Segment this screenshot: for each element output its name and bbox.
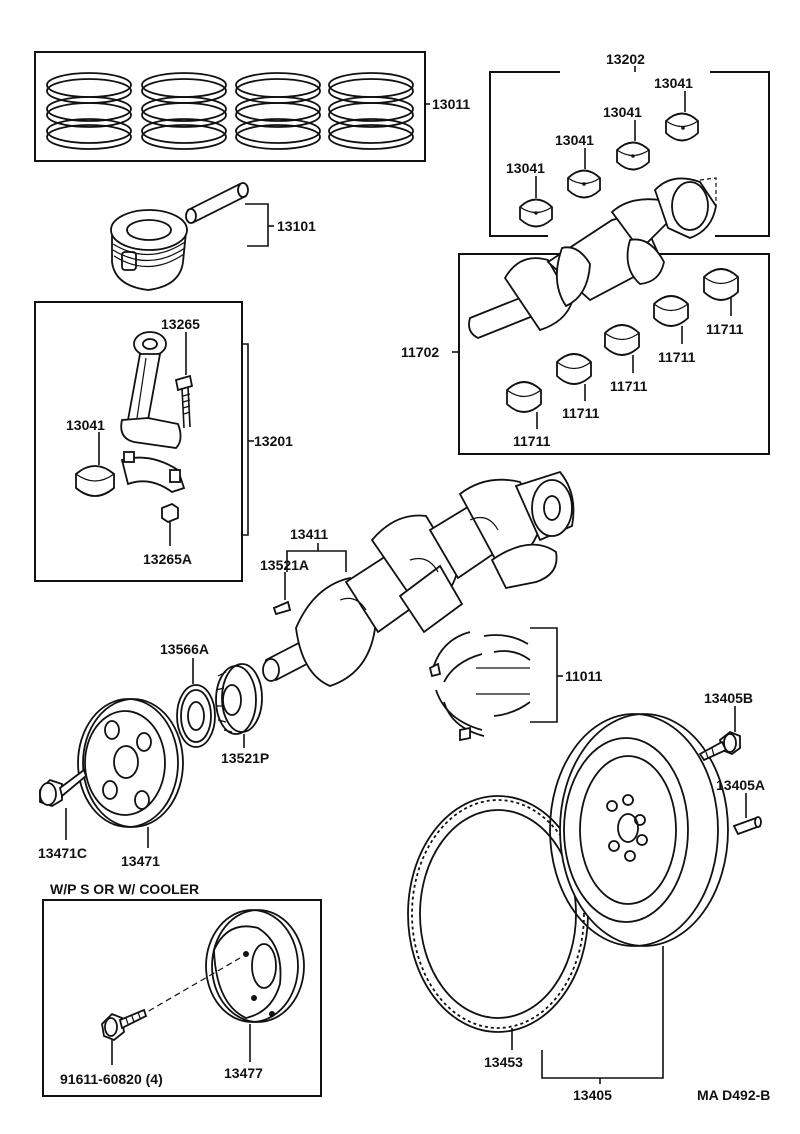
timing-pulley: 13521P [215, 663, 269, 766]
crank-bearing-shell-5 [703, 268, 739, 301]
label-13011: 13011 [432, 96, 470, 112]
label-11711-c: 11711 [610, 378, 648, 394]
label-13471: 13471 [121, 853, 160, 869]
label-13453: 13453 [484, 1054, 523, 1070]
label-13265: 13265 [161, 316, 200, 332]
piston-rings-box [34, 51, 426, 162]
label-13405a: 13405A [716, 777, 765, 793]
label-11702: 11702 [401, 344, 439, 360]
crankshaft-group: 13411 [262, 470, 575, 687]
rod-nut [161, 502, 179, 524]
flywheel-pin: 13405A [716, 777, 765, 836]
main-bearing-shell-1 [519, 198, 553, 228]
label-13041-c: 13041 [555, 132, 594, 148]
piston-ring-set-3 [235, 72, 321, 150]
piston [110, 209, 188, 291]
label-13521a: 13521A [260, 557, 309, 573]
label-11711-b: 11711 [658, 349, 696, 365]
label-11711-a: 11711 [706, 321, 744, 337]
piston-group: 13101 [110, 182, 316, 291]
label-13521p: 13521P [221, 750, 269, 766]
label-13201: 13201 [254, 433, 293, 449]
crankshaft-sketch [468, 177, 717, 339]
label-option-bolt: 91611-60820 (4) [60, 1071, 163, 1087]
label-13405: 13405 [573, 1087, 612, 1103]
label-13041-a: 13041 [654, 75, 693, 91]
flywheel: 13405 [541, 713, 729, 1103]
label-13477: 13477 [224, 1065, 263, 1081]
label-13566a: 13566A [160, 641, 209, 657]
crankshaft [262, 470, 575, 687]
label-13041-d: 13041 [506, 160, 545, 176]
crank-pulley: 13471 [77, 698, 184, 869]
spacer: 13566A [160, 641, 216, 748]
piston-pin [185, 182, 249, 224]
connecting-rod-box [34, 301, 243, 582]
label-11011: 11011 [565, 668, 603, 684]
main-bearing-set-13202: 13202 13041 13041 13041 13041 [489, 51, 770, 237]
crank-bearing-set-11702: 11702 11711 11711 1 [401, 177, 770, 455]
crank-bearing-shell-4 [653, 295, 689, 327]
rod-bearing-shell [75, 465, 115, 497]
label-13265a: 13265A [143, 551, 192, 567]
rod-cap [120, 451, 186, 494]
option-pulley-group: W/P S OR W/ COOLER 91611-60820 (4) 13477 [42, 881, 322, 1097]
main-bearing-shell-2 [567, 169, 601, 199]
label-13471c: 13471C [38, 845, 87, 861]
crank-bearing-shell-3 [604, 324, 640, 356]
label-13411: 13411 [290, 526, 328, 542]
main-bearing-shell-4 [665, 112, 699, 142]
label-13405b: 13405B [704, 690, 753, 706]
thrust-washers: 11011 [428, 627, 603, 742]
crank-bearing-shell-1 [506, 381, 542, 413]
rod-bolt [174, 374, 194, 429]
figure-code: MA D492-B [697, 1087, 770, 1103]
crank-bearing-shell-2 [556, 353, 592, 385]
option-pulley-box [42, 899, 322, 1097]
option-bolt [101, 1008, 148, 1042]
piston-ring-set-2 [141, 72, 227, 150]
connecting-rod-group: 13201 13265 13041 [34, 301, 293, 582]
connecting-rod [120, 331, 182, 449]
piston-ring-set-4 [328, 72, 414, 150]
woodruff-key: 13521A [260, 557, 309, 616]
label-11711-d: 11711 [562, 405, 600, 421]
label-13041-b: 13041 [603, 104, 642, 120]
pulley-bolt: 13471C [38, 768, 88, 861]
main-bearing-shell-3 [616, 141, 650, 171]
label-option-heading: W/P S OR W/ COOLER [50, 881, 199, 897]
option-pulley [205, 909, 305, 1023]
label-13101: 13101 [277, 218, 316, 234]
flywheel-bolt: 13405B [698, 690, 753, 762]
label-11711-e: 11711 [513, 433, 551, 449]
label-13041-rod: 13041 [66, 417, 105, 433]
piston-rings-group: 13011 [34, 51, 470, 162]
label-13202: 13202 [606, 51, 645, 67]
piston-ring-set-1 [46, 72, 132, 150]
